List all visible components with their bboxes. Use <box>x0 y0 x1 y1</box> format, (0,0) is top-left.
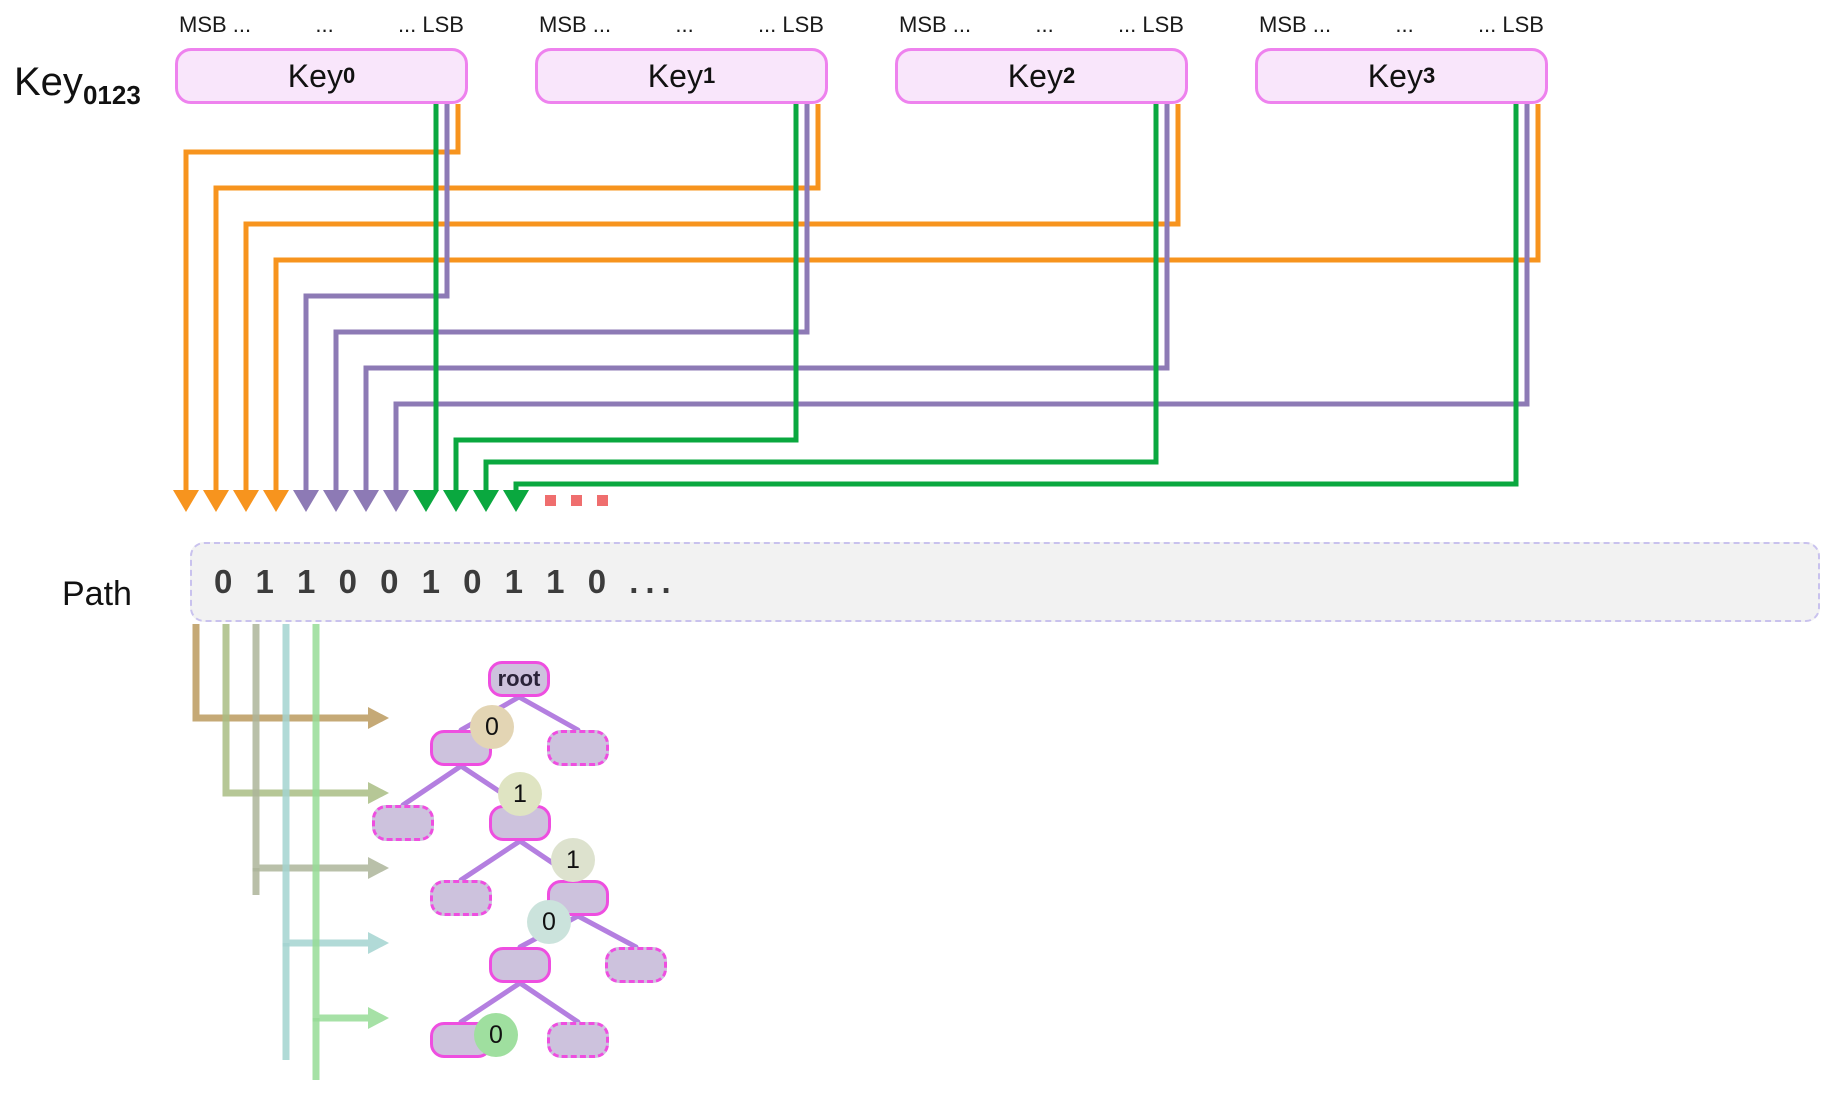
tree-node-ghost[interactable] <box>547 730 609 766</box>
level-arrow-line <box>282 624 368 947</box>
bit-order-label: ... LSB <box>397 12 464 37</box>
ellipsis-dot <box>571 495 582 506</box>
tree-edge-8 <box>458 980 523 1025</box>
tree-edge-7 <box>575 913 639 950</box>
bit-order-labels-1: MSB ...... ... LSB <box>539 12 824 38</box>
bit-order-label: MSB ... <box>1259 12 1332 37</box>
arrow-purple-3 <box>383 490 409 512</box>
tree-bit-badge-4: 0 <box>474 1013 518 1057</box>
key-box-index: 3 <box>1422 63 1436 88</box>
bit-order-label: ... LSB <box>757 12 824 37</box>
arrow-green-0 <box>413 490 439 512</box>
key-box-label: Key <box>287 57 343 94</box>
path-strip: 0 1 1 0 0 1 0 1 1 0 ... <box>190 542 1820 622</box>
wire-green-key1 <box>453 104 799 490</box>
arrow-purple-1 <box>323 490 349 512</box>
key-box-label: Key <box>647 57 703 94</box>
path-label: Path <box>62 575 132 613</box>
wire-purple-key1 <box>333 104 810 490</box>
tree-node-root-label: root <box>497 666 541 691</box>
arrow-orange-2 <box>233 490 259 512</box>
bit-order-label: MSB ... <box>539 12 612 37</box>
tree-node[interactable] <box>489 947 551 983</box>
wire-orange-key2 <box>243 104 1181 490</box>
level-arrow-2 <box>252 624 389 879</box>
wire-green-key2 <box>483 104 1159 490</box>
arrow-green-2 <box>473 490 499 512</box>
key-box-index: 0 <box>342 63 356 88</box>
level-arrow-head <box>368 1007 389 1029</box>
tree-edge-4 <box>458 838 523 883</box>
tree-node-ghost[interactable] <box>430 880 492 916</box>
wire-purple-key2 <box>363 104 1170 490</box>
arrow-purple-0 <box>293 490 319 512</box>
tree-bit-badge-3: 0 <box>527 900 571 944</box>
key-box-index: 1 <box>702 63 716 88</box>
bit-order-labels-3: MSB ...... ... LSB <box>1259 12 1544 38</box>
key-box-label: Key <box>1367 57 1423 94</box>
arrow-purple-2 <box>353 490 379 512</box>
key-box-index: 2 <box>1062 63 1076 88</box>
tree-edge-2 <box>400 763 464 808</box>
tree-node-ghost[interactable] <box>605 947 667 983</box>
level-arrow-line <box>222 624 368 797</box>
keys-group-label-sub: 0123 <box>82 80 141 110</box>
tree-bit-badge-0: 0 <box>470 705 514 749</box>
level-arrow-1 <box>222 624 389 804</box>
keys-group-label-text: Key <box>14 60 83 104</box>
tree-node[interactable] <box>547 880 609 916</box>
level-arrow-head <box>368 782 389 804</box>
level-arrow-head <box>368 932 389 954</box>
bit-order-label: ... LSB <box>1117 12 1184 37</box>
level-arrow-line <box>192 624 368 722</box>
wire-green-key3 <box>513 104 1519 490</box>
wire-orange-key1 <box>213 104 821 490</box>
ellipsis-dot <box>545 495 556 506</box>
bit-order-label: ... <box>675 12 694 37</box>
wire-purple-key3 <box>393 104 1530 490</box>
arrow-orange-0 <box>173 490 199 512</box>
arrow-green-3 <box>503 490 529 512</box>
bit-order-label: ... <box>315 12 334 37</box>
level-arrow-line <box>312 624 368 1022</box>
bit-order-labels-0: MSB ...... ... LSB <box>179 12 464 38</box>
arrow-orange-1 <box>203 490 229 512</box>
tree-bit-badge-1: 1 <box>498 772 542 816</box>
arrow-orange-3 <box>263 490 289 512</box>
tree-bit-badge-2: 1 <box>551 838 595 882</box>
bit-order-label: MSB ... <box>179 12 252 37</box>
tree-edge-9 <box>517 980 581 1025</box>
ellipsis-dot <box>597 495 608 506</box>
bit-order-label: ... LSB <box>1477 12 1544 37</box>
wire-orange-key0 <box>183 104 461 490</box>
level-arrow-line <box>252 624 368 872</box>
tree-edge-1 <box>516 694 581 733</box>
keys-group-label: Key0123 <box>14 60 141 111</box>
wire-orange-key3 <box>273 104 1541 490</box>
level-arrow-0 <box>192 624 389 729</box>
level-arrow-head <box>368 857 389 879</box>
bit-order-label: ... <box>1395 12 1414 37</box>
key-box-label: Key <box>1007 57 1063 94</box>
tree-node-ghost[interactable] <box>372 805 434 841</box>
bit-order-label: ... <box>1035 12 1054 37</box>
level-arrow-head <box>368 707 389 729</box>
tree-node-root[interactable]: root <box>488 661 550 697</box>
bit-order-label: MSB ... <box>899 12 972 37</box>
arrow-green-1 <box>443 490 469 512</box>
bit-order-labels-2: MSB ...... ... LSB <box>899 12 1184 38</box>
wire-purple-key0 <box>303 104 450 490</box>
tree-node-ghost[interactable] <box>547 1022 609 1058</box>
path-bits: 0 1 1 0 0 1 0 1 1 0 ... <box>214 563 678 600</box>
